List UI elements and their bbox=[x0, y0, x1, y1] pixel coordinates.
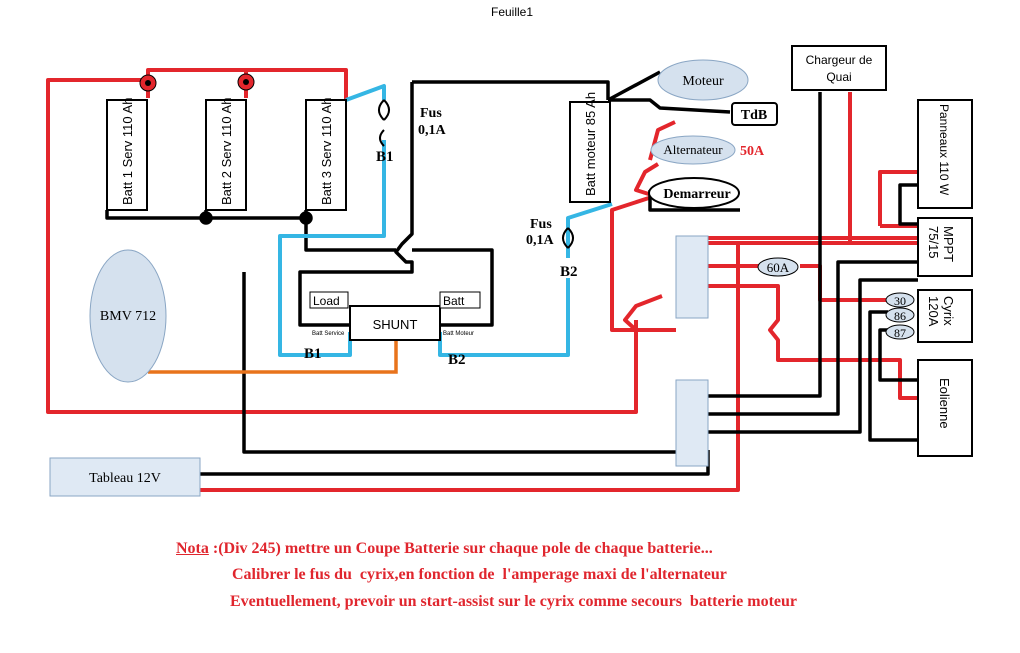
battery-3: Batt 3 Serv 110 Ah bbox=[305, 98, 347, 211]
pin-86: 86 bbox=[885, 307, 915, 323]
note-line-1-text: :(Div 245) mettre un Coupe Batterie sur … bbox=[208, 540, 713, 557]
battery-2: Batt 2 Serv 110 Ah bbox=[205, 98, 247, 211]
mppt-label-2: 75/15 bbox=[926, 226, 941, 259]
bmv-label: BMV 712 bbox=[100, 309, 156, 324]
cyrix-label-1: Cyrix bbox=[941, 296, 956, 326]
fuse-b1 bbox=[378, 99, 390, 147]
moteur-label: Moteur bbox=[682, 74, 724, 89]
battery-1-label: Batt 1 Serv 110 Ah bbox=[120, 98, 135, 205]
note-line-1: Nota :(Div 245) mettre un Coupe Batterie… bbox=[176, 540, 713, 558]
label-b2-right: B2 bbox=[560, 264, 578, 280]
moteur: Moteur bbox=[657, 59, 749, 101]
orange-wire bbox=[148, 340, 398, 374]
note-line-3: Eventuellement, prevoir un start-assist … bbox=[230, 593, 797, 610]
load-terminal: Load bbox=[309, 291, 349, 309]
label-b1-top: B1 bbox=[376, 149, 394, 165]
panneaux-solaires: Panneaux 110 W bbox=[917, 99, 973, 209]
sheet-title: Feuille1 bbox=[491, 5, 533, 19]
fuse-60a: 60A bbox=[757, 257, 799, 277]
label-fus1-a: Fus bbox=[420, 106, 442, 121]
tdb: TdB bbox=[731, 102, 778, 126]
eolienne-label: Eolienne bbox=[937, 378, 952, 429]
battery-moteur-label: Batt moteur 85 Ah bbox=[583, 92, 598, 196]
battery-3-label: Batt 3 Serv 110 Ah bbox=[319, 98, 334, 205]
note-line-2: Calibrer le fus du cyrix,en fonction de … bbox=[232, 566, 727, 583]
demarreur: Demarreur bbox=[648, 177, 740, 209]
bmv-712: BMV 712 bbox=[89, 249, 167, 383]
bus-bar-top bbox=[675, 235, 709, 319]
alternateur-amp: 50A bbox=[740, 144, 765, 159]
eolienne: Eolienne bbox=[917, 359, 973, 457]
battery-moteur: Batt moteur 85 Ah bbox=[569, 92, 611, 203]
tdb-label: TdB bbox=[741, 108, 767, 123]
chargeur-label-1: Chargeur de bbox=[806, 53, 873, 67]
alternateur: Alternateur bbox=[650, 135, 736, 165]
red-wires bbox=[46, 68, 918, 492]
label-b2-bottom: B2 bbox=[448, 352, 466, 368]
fuse-60a-label: 60A bbox=[767, 260, 790, 275]
pin-30: 30 bbox=[885, 292, 915, 308]
mppt: MPPT 75/15 bbox=[917, 217, 973, 277]
cyrix-label-2: 120A bbox=[926, 296, 941, 327]
tableau-label: Tableau 12V bbox=[89, 471, 161, 486]
pin-86-label: 86 bbox=[894, 309, 906, 323]
shunt: SHUNT bbox=[349, 305, 441, 341]
nota-word: Nota bbox=[176, 540, 209, 557]
bus-bar-bottom bbox=[675, 379, 709, 467]
label-fus2-b: 0,1A bbox=[526, 233, 555, 248]
batt-label: Batt bbox=[443, 294, 465, 308]
batt-moteur-small: Batt Moteur bbox=[443, 331, 474, 337]
chargeur-label-2: Quai bbox=[826, 70, 851, 84]
fuse-b2 bbox=[562, 227, 574, 249]
alternateur-label: Alternateur bbox=[663, 142, 723, 157]
label-fus2-a: Fus bbox=[530, 217, 552, 232]
mppt-label-1: MPPT bbox=[941, 226, 956, 262]
batt-terminal: Batt bbox=[439, 291, 481, 309]
shunt-label: SHUNT bbox=[373, 317, 418, 332]
blue-wires bbox=[278, 84, 613, 357]
cyrix: Cyrix 120A bbox=[917, 289, 973, 343]
battery-2-label: Batt 2 Serv 110 Ah bbox=[219, 98, 234, 205]
load-label: Load bbox=[313, 294, 340, 308]
pin-87-label: 87 bbox=[894, 326, 906, 340]
tableau-12v: Tableau 12V bbox=[49, 457, 201, 497]
pin-30-label: 30 bbox=[894, 294, 906, 308]
demarreur-label: Demarreur bbox=[663, 187, 730, 202]
label-b1-bottom: B1 bbox=[304, 346, 322, 362]
chargeur-de-quai: Chargeur de Quai bbox=[791, 45, 887, 91]
batt-service-small: Batt Service bbox=[312, 331, 345, 337]
pin-87: 87 bbox=[885, 324, 915, 340]
label-fus1-b: 0,1A bbox=[418, 123, 447, 138]
panneaux-label: Panneaux 110 W bbox=[937, 104, 951, 196]
battery-1: Batt 1 Serv 110 Ah bbox=[106, 98, 148, 211]
